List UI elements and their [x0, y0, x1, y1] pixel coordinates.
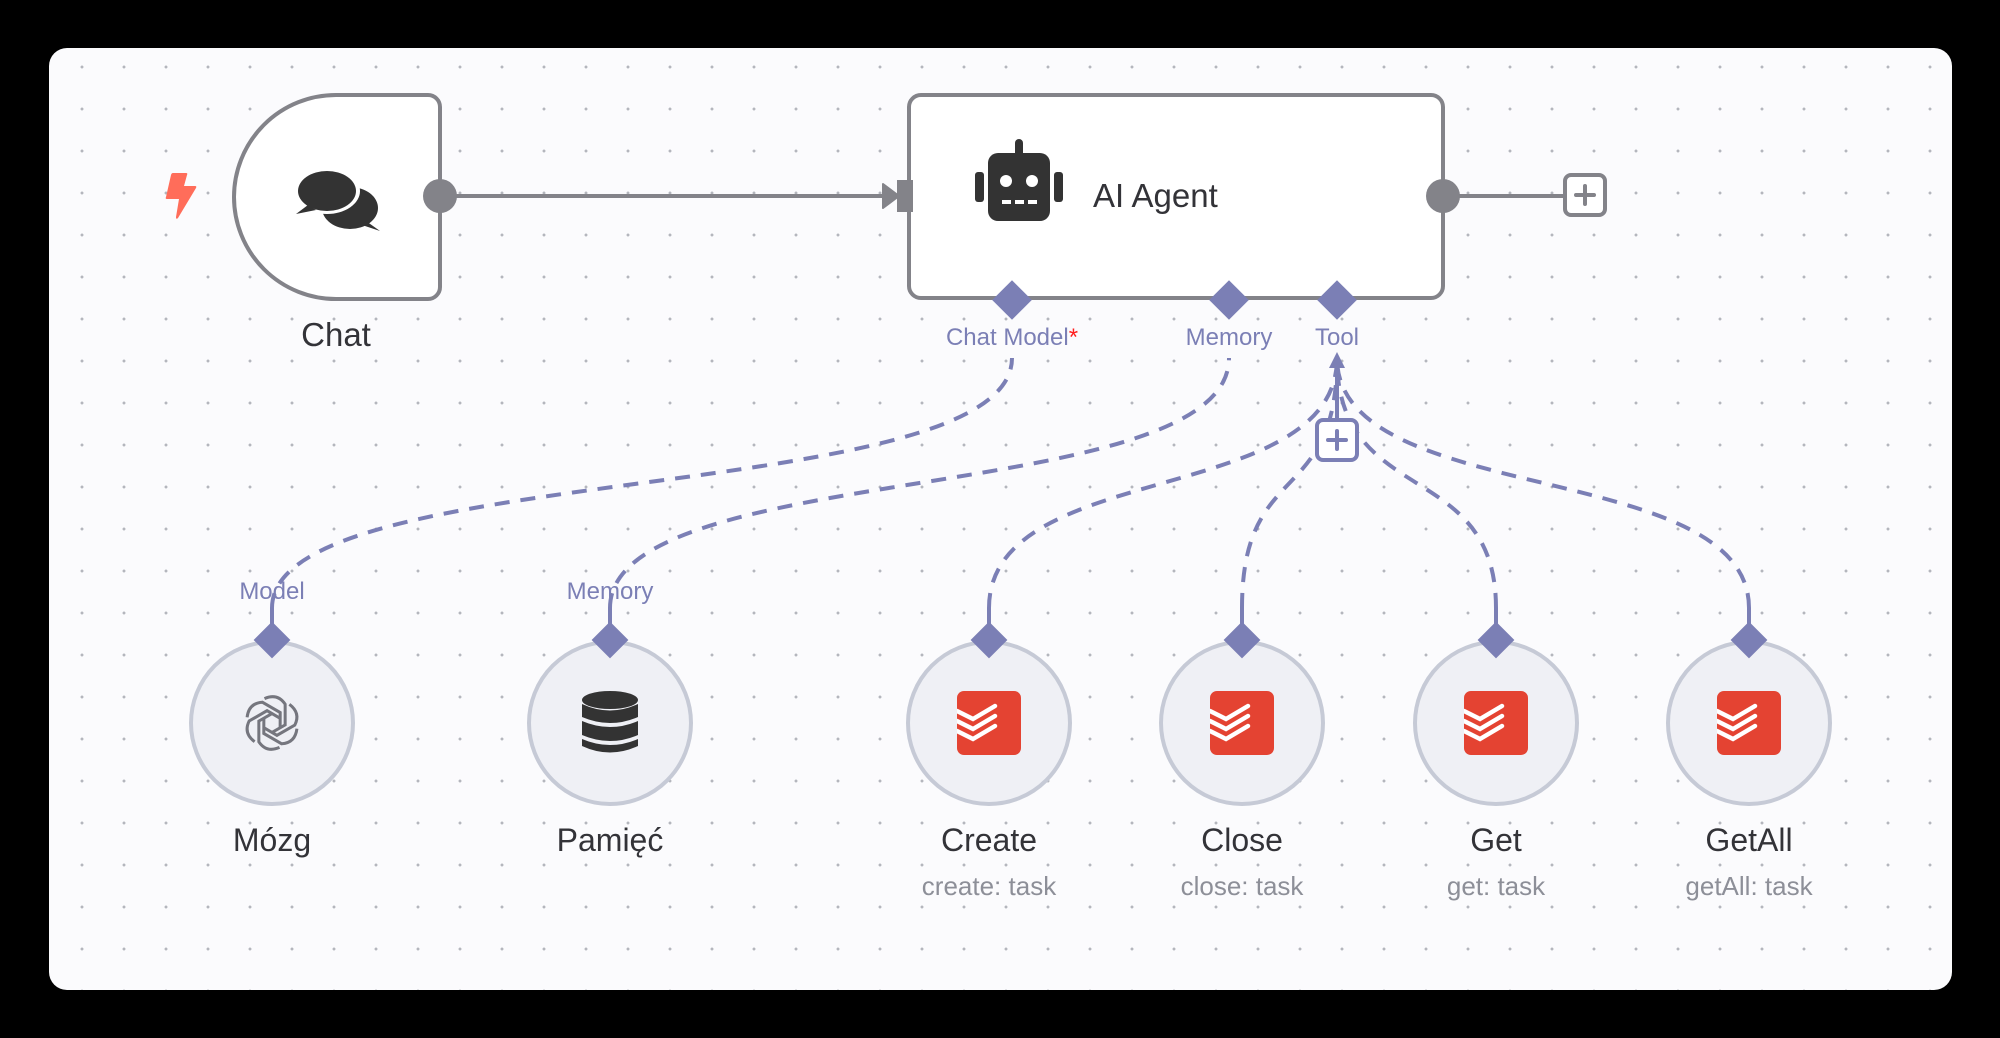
sub-node-mózg[interactable]	[189, 640, 355, 806]
todoist-icon	[1210, 691, 1274, 755]
ai-agent-label: AI Agent	[1093, 177, 1218, 214]
lightning-bolt-icon	[164, 172, 198, 220]
sub-node-title: Close	[1201, 822, 1283, 858]
ai-edge-create[interactable]	[987, 357, 1339, 609]
database-icon	[581, 691, 639, 755]
chat-node-label: Chat	[301, 316, 371, 353]
ai-edge-pamięć[interactable]	[608, 357, 1231, 609]
openai-icon	[241, 690, 303, 756]
robot-icon	[975, 139, 1063, 225]
todoist-icon	[1464, 691, 1528, 755]
sub-node-subtitle: get: task	[1446, 871, 1546, 901]
required-asterisk: *	[1068, 324, 1079, 351]
sub-node-title: Mózg	[232, 822, 312, 858]
ai-edge-getall[interactable]	[1335, 357, 1751, 609]
sub-node-subtitle: getAll: task	[1685, 871, 1813, 901]
todoist-icon	[1717, 691, 1781, 755]
port-label-tool: Tool	[1314, 324, 1360, 351]
port-label-memory: Memory	[1185, 324, 1273, 351]
sub-node-title: Pamięć	[556, 822, 664, 858]
chat-bubbles-icon	[294, 167, 384, 233]
todoist-icon	[957, 691, 1021, 755]
port-label-text: Chat Model	[945, 324, 1069, 351]
sub-node-close[interactable]	[1159, 640, 1325, 806]
add-tool-button[interactable]	[1315, 418, 1359, 462]
chat-output-handle[interactable]	[423, 179, 457, 213]
add-next-node-button[interactable]	[1563, 173, 1607, 217]
plus-icon	[1574, 184, 1596, 206]
sub-node-get[interactable]	[1413, 640, 1579, 806]
agent-input-handle[interactable]	[897, 180, 913, 212]
sub-node-subtitle: close: task	[1180, 871, 1304, 901]
sub-node-port-label: Model	[239, 578, 305, 605]
sub-node-title: GetAll	[1705, 822, 1793, 858]
tool-add-arrowhead	[1329, 352, 1345, 368]
edge-arrowhead	[882, 183, 900, 209]
sub-node-create[interactable]	[906, 640, 1072, 806]
sub-node-getall[interactable]	[1666, 640, 1832, 806]
ai-edge-close[interactable]	[1240, 357, 1339, 609]
sub-node-title: Get	[1470, 822, 1522, 858]
ai-edge-get[interactable]	[1335, 357, 1498, 609]
sub-node-port-label: Memory	[566, 578, 654, 605]
plus-icon	[1326, 429, 1348, 451]
sub-node-title: Create	[940, 822, 1038, 858]
agent-output-handle[interactable]	[1426, 179, 1460, 213]
sub-node-pamięć[interactable]	[527, 640, 693, 806]
port-label-chat-model: Chat Model*	[946, 324, 1078, 352]
ai-edge-mózg[interactable]	[270, 357, 1014, 609]
sub-node-subtitle: create: task	[921, 871, 1057, 901]
chat-trigger-node[interactable]	[232, 93, 442, 301]
ai-agent-node[interactable]: AI Agent	[907, 93, 1445, 300]
